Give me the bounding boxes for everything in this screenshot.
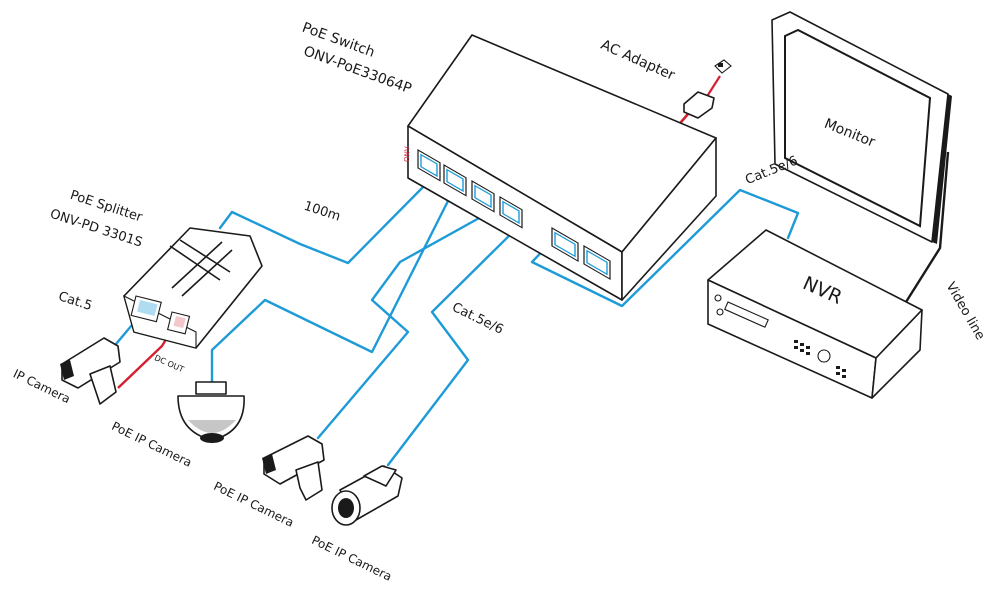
switch-ports	[417, 149, 611, 280]
cable-bullet-camera	[386, 223, 522, 467]
cable-dome-camera	[210, 191, 454, 384]
cable-switch-to-nvr	[530, 188, 800, 308]
poe-bullet-camera	[331, 465, 403, 526]
poe-box-camera	[262, 435, 325, 501]
cable-ac-mains	[705, 75, 721, 99]
switch-port	[583, 245, 611, 280]
switch-port	[417, 149, 441, 182]
switch-brand-logo: ONV	[403, 146, 412, 162]
poe-splitter	[123, 227, 263, 349]
switch-port	[443, 164, 467, 197]
poe-camera-label-box: PoE IP Camera	[211, 479, 296, 530]
switch-port	[499, 196, 523, 229]
ip-camera	[60, 337, 121, 405]
ac-adapter-label: AC Adapter	[598, 37, 677, 84]
poe-camera-label-dome: PoE IP Camera	[109, 419, 194, 470]
cable-label-cat5e-nvr: Cat.5e/6	[743, 153, 800, 188]
ac-adapter	[683, 59, 732, 119]
poe-dome-camera	[177, 381, 245, 443]
monitor	[771, 11, 952, 244]
switch-port	[551, 227, 579, 262]
switch-port	[471, 180, 495, 213]
cable-label-cat5: Cat.5	[56, 289, 93, 314]
poe-switch: ONV	[403, 34, 717, 301]
poe-camera-label-bullet: PoE IP Camera	[309, 533, 394, 584]
nvr	[707, 229, 923, 399]
cable-label-distance: 100m	[302, 199, 342, 225]
splitter-dc-out-label: DC OUT	[153, 353, 185, 374]
cable-video-line	[904, 151, 950, 303]
cable-label-video-line: Video line	[943, 280, 988, 343]
cable-splitter-to-switch	[218, 178, 432, 265]
cable-label-cat5e-cameras: Cat.5e/6	[449, 300, 505, 338]
cable-box-camera	[316, 210, 492, 440]
